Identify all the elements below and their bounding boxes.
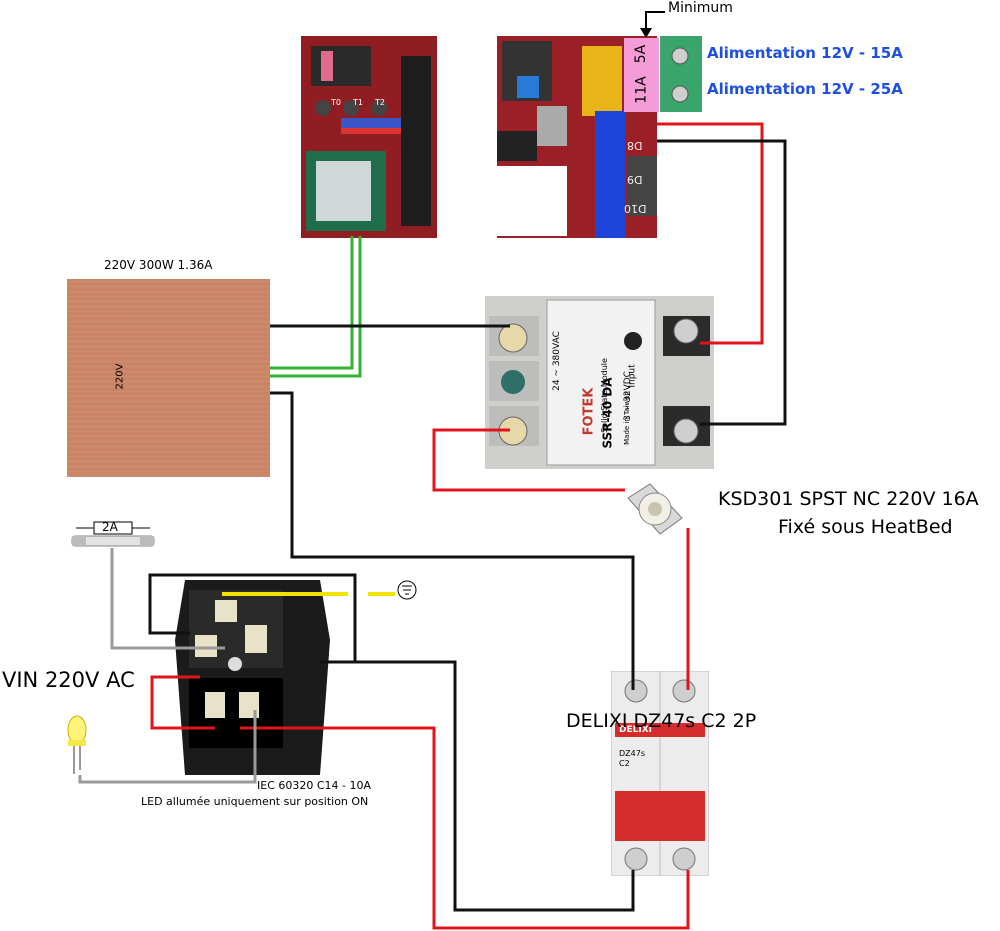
breaker-model-caption: DELIXI DZ47s C2 2P bbox=[566, 710, 757, 732]
supply-15a-label: Alimentation 12V - 15A bbox=[707, 44, 903, 62]
breaker-model-label: DZ47s bbox=[619, 749, 645, 758]
thermostat-mount-label: Fixé sous HeatBed bbox=[778, 516, 953, 538]
vin-label: VIN 220V AC bbox=[2, 668, 135, 692]
iec-to-breaker-red-wire bbox=[240, 726, 690, 930]
power-terminal-block bbox=[660, 36, 702, 112]
iec-live-loop-wire bbox=[150, 675, 215, 730]
ramps-t1-label: T1 bbox=[353, 98, 363, 107]
fuse-wire bbox=[110, 548, 225, 650]
ramps-t2-label: T2 bbox=[375, 98, 385, 107]
ssr-to-thermostat-wire bbox=[432, 428, 625, 492]
fuse-rating-label: 2A bbox=[102, 520, 118, 534]
fuse-11a-label-box: 11A bbox=[624, 70, 659, 112]
fuse-5a-label-box: 5A bbox=[624, 38, 659, 70]
breaker-rating-label: C2 bbox=[619, 759, 630, 768]
heatbed-rating-label: 220V 300W 1.36A bbox=[104, 258, 213, 272]
ksd301-thermostat bbox=[620, 478, 690, 548]
iec-led-note-label: LED allumée uniquement sur position ON bbox=[141, 795, 369, 808]
ramps-thermistor-photo: T0 T1 T2 bbox=[301, 36, 437, 238]
breaker-brand-label: DELIXI bbox=[619, 725, 652, 735]
ramps-t0-label: T0 bbox=[331, 98, 341, 107]
ramps-plus-to-ssr-wire bbox=[657, 122, 764, 345]
led-indicator bbox=[66, 712, 88, 778]
supply-25a-label: Alimentation 12V - 25A bbox=[707, 80, 903, 98]
heatbed-pad: 220V bbox=[67, 279, 270, 477]
delixi-breaker: DELIXI DZ47s C2 bbox=[610, 670, 710, 877]
thermistor-wire-2 bbox=[270, 236, 362, 378]
ramps-power-photo: D8 D9 D10 bbox=[497, 36, 657, 238]
vin-label-text: VIN 220V AC bbox=[2, 668, 135, 692]
minimum-arrow-head bbox=[640, 28, 652, 38]
fuse-tube: 2A bbox=[68, 520, 158, 548]
minimum-arrow-line bbox=[645, 11, 665, 30]
heatbed-to-breaker-wire bbox=[270, 391, 635, 690]
thermistor-wire-1 bbox=[270, 236, 354, 370]
solid-state-relay: FOTEK SSR-40 DA Solid State Module Made … bbox=[485, 296, 714, 469]
iec-to-breaker-black-wire bbox=[320, 660, 635, 912]
iec-c14-inlet bbox=[175, 580, 330, 775]
thermostat-model-label: KSD301 SPST NC 220V 16A bbox=[718, 488, 979, 510]
ramps-d8-to-ssr-wire bbox=[657, 139, 787, 426]
led-wire bbox=[78, 710, 257, 784]
minimum-label: Minimum bbox=[668, 0, 733, 16]
iec-rating-label: IEC 60320 C14 - 10A bbox=[257, 779, 372, 792]
